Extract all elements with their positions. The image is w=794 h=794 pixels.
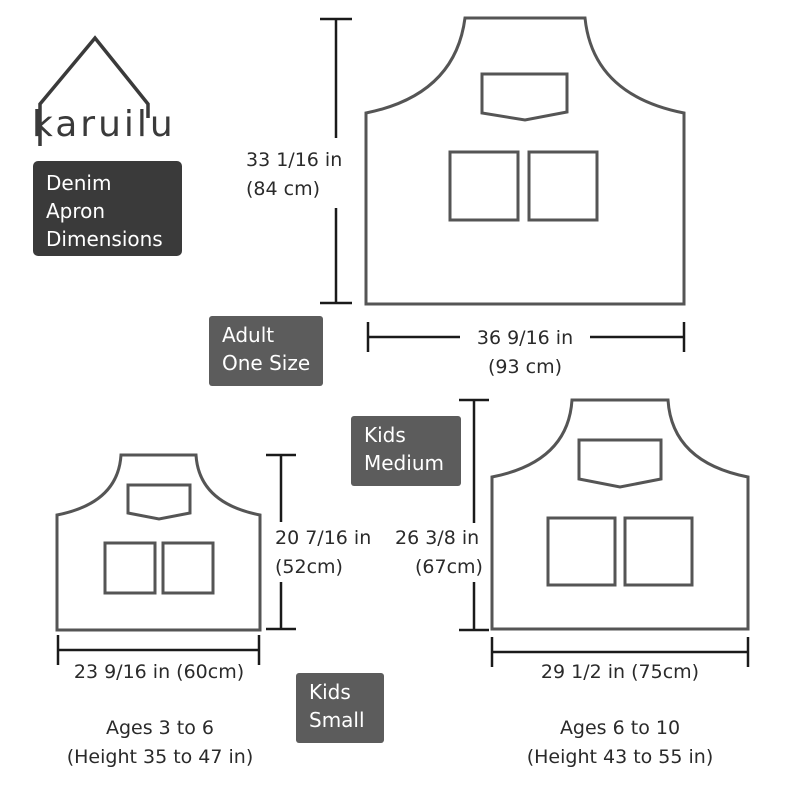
kids-medium-right-pocket xyxy=(623,516,694,587)
kids-medium-ages: Ages 6 to 10 (Height 43 to 55 in) xyxy=(510,714,730,772)
adult-width-inches: 36 9/16 in xyxy=(476,327,574,349)
adult-height-inches: 33 1/16 in xyxy=(246,149,343,171)
adult-left-pocket xyxy=(448,150,520,222)
adult-width-label: 36 9/16 in (93 cm) xyxy=(460,324,590,382)
kids-small-tag-line-2: Small xyxy=(309,708,365,732)
kids-medium-tag-line-1: Kids xyxy=(364,423,406,447)
adult-chest-pocket xyxy=(480,72,569,122)
adult-right-pocket xyxy=(527,150,599,222)
kids-small-height-label: 20 7/16 in (52cm) xyxy=(275,524,371,582)
adult-tag-line-1: Adult xyxy=(222,323,275,347)
adult-size-tag: Adult One Size xyxy=(209,316,323,386)
kids-medium-size-tag: Kids Medium xyxy=(351,416,461,486)
kids-small-age-range: Ages 3 to 6 xyxy=(105,717,215,739)
title-line-2: Apron xyxy=(46,199,106,223)
kids-medium-age-range: Ages 6 to 10 xyxy=(559,717,681,739)
kids-medium-height-inches: 26 3/8 in xyxy=(395,527,480,549)
kids-small-size-tag: Kids Small xyxy=(296,673,384,743)
kids-small-height-range: (Height 35 to 47 in) xyxy=(66,746,254,768)
adult-apron-outline xyxy=(364,16,686,306)
kids-medium-apron-outline xyxy=(490,398,750,631)
kids-medium-chest-pocket xyxy=(577,438,663,489)
kids-small-height-cm: (52cm) xyxy=(275,556,343,578)
kids-small-chest-pocket xyxy=(126,483,192,521)
kids-small-width-dimension xyxy=(56,635,261,665)
diagram-title: Denim Apron Dimensions xyxy=(33,161,182,256)
adult-height-cm: (84 cm) xyxy=(246,178,320,200)
kids-small-width-label: 23 9/16 in (60cm) xyxy=(73,661,245,683)
kids-medium-width-label: 29 1/2 in (75cm) xyxy=(540,661,700,683)
title-line-1: Denim xyxy=(46,171,112,195)
kids-medium-height-range: (Height 43 to 55 in) xyxy=(526,746,714,768)
kids-small-left-pocket xyxy=(103,541,157,595)
kids-small-height-dimension xyxy=(266,453,296,631)
adult-width-dimension xyxy=(366,322,686,352)
kids-medium-height-label: 26 3/8 in (67cm) xyxy=(395,524,483,582)
title-line-3: Dimensions xyxy=(46,227,163,251)
brand-logo-text: karuilu xyxy=(32,104,176,145)
kids-small-right-pocket xyxy=(161,541,215,595)
adult-tag-line-2: One Size xyxy=(222,351,311,375)
kids-medium-height-dimension xyxy=(459,398,489,632)
kids-medium-left-pocket xyxy=(546,516,617,587)
kids-small-height-inches: 20 7/16 in xyxy=(275,527,372,549)
kids-medium-tag-line-2: Medium xyxy=(364,451,444,475)
adult-width-cm: (93 cm) xyxy=(488,356,562,378)
kids-small-ages: Ages 3 to 6 (Height 35 to 47 in) xyxy=(50,714,270,772)
kids-small-apron-outline xyxy=(55,453,262,632)
adult-height-dimension xyxy=(320,17,352,305)
adult-height-label: 33 1/16 in (84 cm) xyxy=(246,146,342,204)
kids-medium-width-dimension xyxy=(490,637,750,667)
kids-medium-height-cm: (67cm) xyxy=(415,556,483,578)
kids-small-tag-line-1: Kids xyxy=(309,680,351,704)
house-logo-icon xyxy=(38,35,150,146)
